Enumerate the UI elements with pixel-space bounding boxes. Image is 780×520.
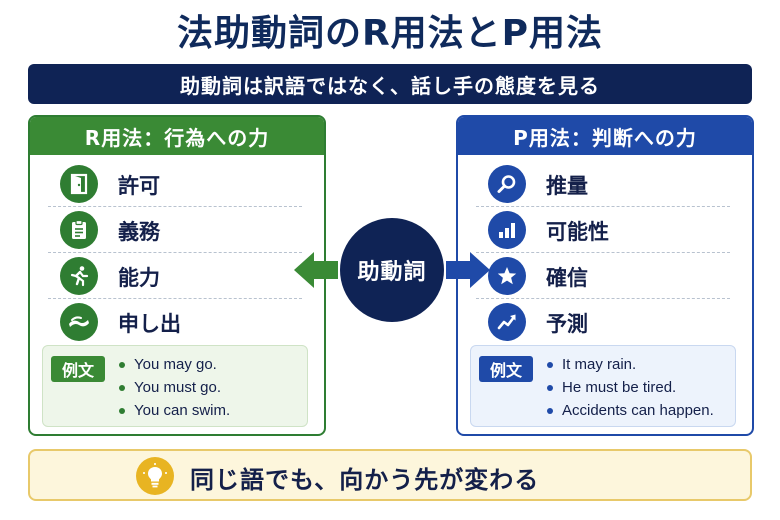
right-arrow-icon: [446, 252, 490, 288]
divider: [476, 252, 730, 253]
p-usage-panel: P用法：判断への力 推量 可能性 確信 予測 例文 It may rain. H…: [456, 115, 754, 436]
example-sentence: You may go.: [119, 353, 230, 376]
p-item-label: 可能性: [546, 220, 609, 244]
p-item-label: 予測: [546, 312, 588, 336]
divider: [48, 298, 302, 299]
example-sentence: It may rain.: [547, 353, 714, 376]
r-panel-heading: R用法：行為への力: [30, 117, 324, 155]
p-item-prediction: 予測: [458, 299, 752, 345]
r-item-label: 申し出: [118, 312, 181, 336]
r-item-label: 許可: [118, 174, 160, 198]
bullet-icon: [119, 361, 125, 368]
r-item-permission: 許可: [30, 161, 324, 207]
example-sentence: He must be tired.: [547, 376, 714, 399]
r-item-label: 能力: [118, 266, 160, 290]
example-badge: 例文: [51, 356, 105, 382]
bullet-icon: [119, 384, 125, 391]
r-item-ability: 能力: [30, 253, 324, 299]
clipboard-icon: [60, 211, 98, 249]
door-icon: [60, 165, 98, 203]
p-item-label: 推量: [546, 174, 588, 198]
p-item-certainty: 確信: [458, 253, 752, 299]
r-usage-panel: R用法：行為への力 許可 義務 能力 申し出 例文 You may go. Yo…: [28, 115, 326, 436]
bullet-icon: [547, 384, 553, 391]
left-arrow-icon: [294, 252, 338, 288]
divider: [48, 206, 302, 207]
example-badge: 例文: [479, 356, 533, 382]
footer-text: 同じ語でも、向かう先が変わる: [190, 466, 540, 494]
p-example-box: 例文 It may rain. He must be tired. Accide…: [470, 345, 736, 427]
divider: [476, 298, 730, 299]
r-item-label: 義務: [118, 220, 160, 244]
example-sentence: Accidents can happen.: [547, 399, 714, 422]
lightbulb-icon: [136, 457, 174, 495]
center-node: 助動詞: [340, 218, 444, 322]
footer-banner: 同じ語でも、向かう先が変わる: [28, 449, 752, 501]
page-title: 法助動詞のR用法とP用法: [176, 13, 604, 54]
divider: [476, 206, 730, 207]
bullet-icon: [119, 407, 125, 414]
p-item-label: 確信: [546, 266, 588, 290]
bullet-icon: [547, 361, 553, 368]
r-item-obligation: 義務: [30, 207, 324, 253]
divider: [48, 252, 302, 253]
example-sentence: You must go.: [119, 376, 230, 399]
runner-icon: [60, 257, 98, 295]
example-list: You may go. You must go. You can swim.: [119, 353, 230, 422]
bar-chart-icon: [488, 211, 526, 249]
hand-icon: [60, 303, 98, 341]
r-example-box: 例文 You may go. You must go. You can swim…: [42, 345, 308, 427]
trend-up-icon: [488, 303, 526, 341]
p-panel-heading: P用法：判断への力: [458, 117, 752, 155]
bullet-icon: [547, 407, 553, 414]
example-sentence: You can swim.: [119, 399, 230, 422]
p-item-possibility: 可能性: [458, 207, 752, 253]
magnifier-icon: [488, 165, 526, 203]
r-item-offer: 申し出: [30, 299, 324, 345]
subtitle-banner: 助動詞は訳語ではなく、話し手の態度を見る: [28, 64, 752, 104]
p-item-conjecture: 推量: [458, 161, 752, 207]
example-list: It may rain. He must be tired. Accidents…: [547, 353, 714, 422]
star-icon: [488, 257, 526, 295]
